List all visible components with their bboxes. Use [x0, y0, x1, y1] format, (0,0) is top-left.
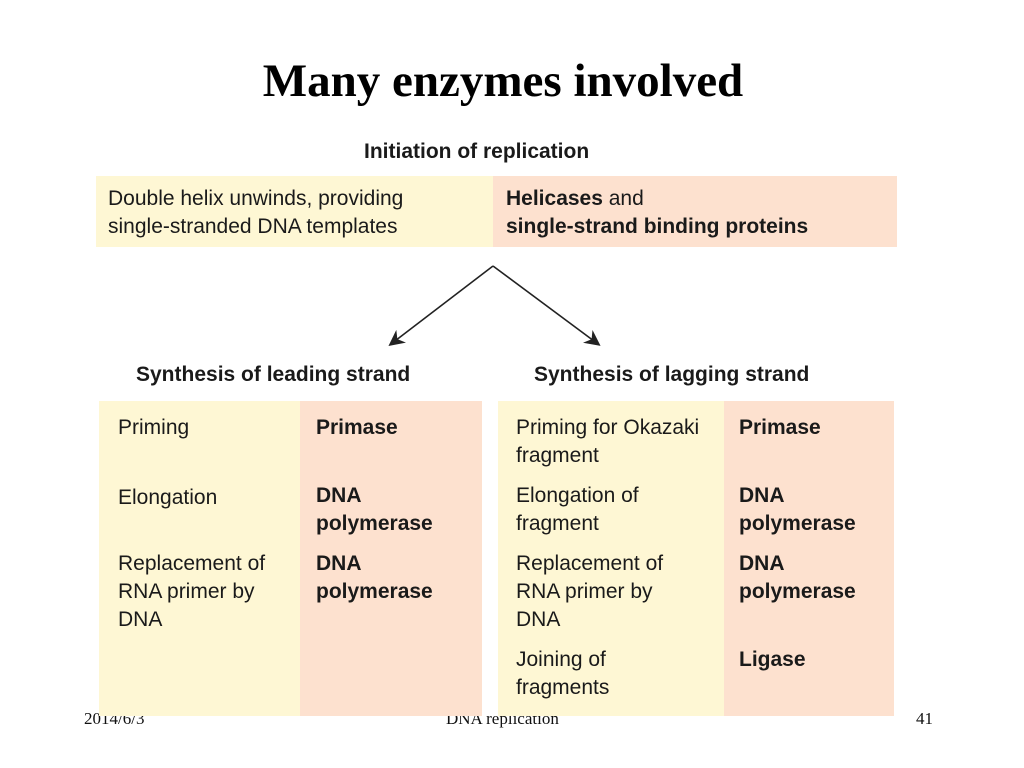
arrow-to-lagging — [492, 265, 601, 346]
leading-enzyme-polymerase-2: DNA polymerase — [316, 552, 433, 603]
arrow-to-leading — [388, 265, 494, 346]
lagging-enzyme-primase: Primase — [739, 416, 821, 439]
leading-step-replacement: Replacement of RNA primer by DNA — [118, 552, 266, 631]
initiation-enzyme-line2: single-strand binding proteins — [506, 215, 809, 238]
initiation-process-line1: Double helix unwinds, providing — [108, 187, 404, 210]
lagging-enzyme-polymerase: DNA polymerase — [739, 484, 856, 535]
lagging-enzyme-polymerase-2: DNA polymerase — [739, 552, 856, 603]
initiation-process-line2: single-stranded DNA templates — [108, 215, 398, 238]
footer-page-number: 41 — [916, 709, 933, 728]
lagging-step-elongation: Elongation of fragment — [516, 484, 639, 535]
initiation-enzyme: Helicases and single-strand binding prot… — [506, 185, 808, 241]
leading-step-priming: Priming — [118, 416, 190, 439]
leading-step-elongation: Elongation — [118, 486, 218, 509]
lagging-step-joining: Joining of fragments — [516, 648, 610, 699]
lagging-heading: Synthesis of lagging strand — [534, 363, 810, 386]
lagging-step-replacement: Replacement of RNA primer by DNA — [516, 552, 664, 631]
initiation-heading: Initiation of replication — [364, 140, 590, 163]
lagging-enzyme-ligase: Ligase — [739, 648, 806, 671]
initiation-process-box — [96, 176, 493, 247]
lagging-step-priming: Priming for Okazaki fragment — [516, 416, 700, 467]
initiation-enzyme-box — [493, 176, 897, 247]
and-label: and — [602, 187, 644, 210]
leading-enzyme-primase: Primase — [316, 416, 398, 439]
initiation-process: Double helix unwinds, providing single-s… — [108, 185, 403, 241]
leading-heading: Synthesis of leading strand — [136, 363, 411, 386]
leading-enzyme-column — [300, 401, 482, 716]
leading-enzyme-polymerase: DNA polymerase — [316, 484, 433, 535]
helicases-label: Helicases — [506, 187, 603, 210]
lagging-enzyme-column — [724, 401, 894, 716]
slide-title: Many enzymes involved — [262, 55, 744, 107]
leading-process-column — [99, 401, 300, 716]
initiation-enzyme-line1: Helicases and — [506, 185, 808, 213]
lagging-process-column — [498, 401, 724, 716]
